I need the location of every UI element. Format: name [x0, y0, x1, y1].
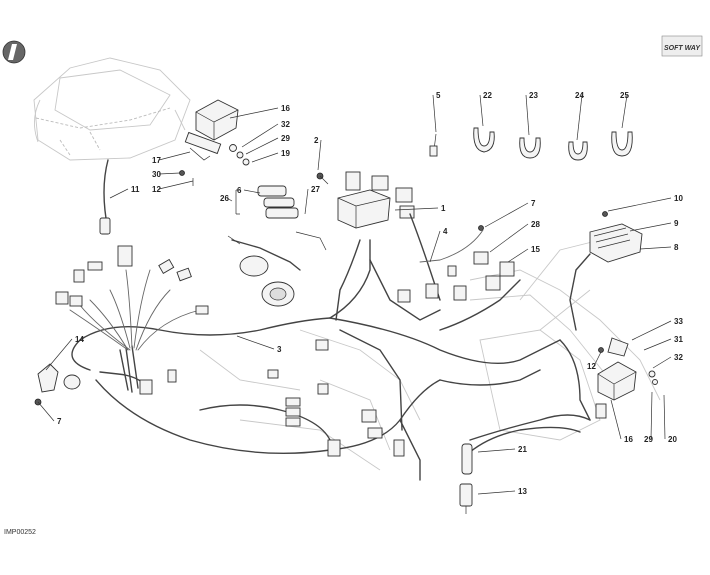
relay-cluster: [316, 171, 415, 229]
callout-number-4: 4: [443, 227, 448, 236]
left-connector-branches: [55, 245, 209, 351]
callout-leader-24: [576, 94, 583, 141]
callout-number-25: 25: [620, 91, 629, 100]
callout-number-32: 32: [674, 353, 683, 362]
spark-plug-caps: [459, 426, 581, 514]
callout-number-32: 32: [281, 120, 290, 129]
callout-number-13: 13: [518, 487, 527, 496]
callout-number-17: 17: [152, 156, 161, 165]
callout-leader-12: [158, 180, 194, 190]
callout-number-16: 16: [281, 104, 290, 113]
callout-leader-7: [37, 401, 55, 422]
callout-leader-32: [652, 356, 672, 369]
callout-leader-27: [304, 188, 309, 215]
callout-leader-21: [477, 448, 516, 453]
callout-leader-29: [650, 391, 653, 440]
callout-leader-23: [525, 94, 530, 136]
callout-number-20: 20: [668, 435, 677, 444]
callout-number-31: 31: [674, 335, 683, 344]
callout-number-11: 11: [131, 185, 140, 194]
callout-leader-12: [593, 351, 602, 367]
callout-leader-16: [229, 107, 279, 119]
callout-leader-9: [629, 222, 672, 232]
voltage-regulator: [569, 211, 643, 331]
callout-leader-10: [607, 197, 672, 212]
callout-leader-3: [236, 335, 275, 350]
callout-number-29: 29: [281, 134, 290, 143]
callout-number-10: 10: [674, 194, 683, 203]
callout-leader-5: [432, 94, 437, 133]
callout-number-3: 3: [277, 345, 282, 354]
callout-number-7: 7: [57, 417, 62, 426]
callout-number-24: 24: [575, 91, 584, 100]
fuel-tank-outline: [33, 57, 191, 161]
callout-leader-14: [45, 338, 73, 371]
callout-leader-2: [317, 139, 322, 171]
callout-number-26: 26: [220, 194, 229, 203]
callout-leader-22: [479, 94, 484, 127]
callout-leader-20: [663, 394, 666, 440]
callout-leader-17: [158, 151, 191, 161]
brand-logo-text: SOFT WAY: [664, 45, 701, 52]
callout-number-8: 8: [674, 243, 679, 252]
callout-leader-8: [639, 246, 672, 250]
section-badge-icon: [2, 40, 26, 64]
figure-code: IMP00252: [4, 529, 36, 536]
center-connectors: [139, 225, 515, 457]
callout-leader-31: [643, 338, 672, 351]
callout-number-12: 12: [152, 185, 161, 194]
callout-number-21: 21: [518, 445, 527, 454]
callout-leader-28: [489, 223, 529, 253]
frame-background: [199, 239, 661, 471]
callout-number-14: 14: [75, 335, 84, 344]
callout-leader-4: [429, 230, 441, 263]
callout-number-1: 1: [441, 204, 446, 213]
main-wiring-harness: [71, 213, 591, 481]
callout-leader-29: [245, 137, 279, 155]
callout-leader-13: [477, 490, 516, 495]
callout-number-29: 29: [644, 435, 653, 444]
horn-assembly: [227, 231, 327, 307]
callout-leader-15: [507, 248, 529, 263]
callout-number-12: 12: [587, 362, 596, 371]
callout-number-7: 7: [531, 199, 536, 208]
brand-logo: SOFT WAY: [661, 35, 703, 57]
callout-number-9: 9: [674, 219, 679, 228]
callout-number-33: 33: [674, 317, 683, 326]
callout-leader-7: [484, 202, 529, 228]
callout-leader-30: [158, 172, 181, 175]
callout-leader-1: [394, 207, 439, 211]
callout-leader-33: [631, 320, 672, 341]
cable-clips: [429, 127, 633, 161]
callout-number-19: 19: [281, 149, 290, 158]
callout-number-6: 6: [237, 186, 242, 195]
callout-number-22: 22: [483, 91, 492, 100]
callout-number-15: 15: [531, 245, 540, 254]
callout-leader-26: [226, 197, 233, 202]
callout-number-27: 27: [311, 185, 320, 194]
callout-number-5: 5: [436, 91, 441, 100]
fuse-block: [235, 185, 299, 219]
lower-left-sensor: [34, 363, 81, 406]
callout-leader-32: [241, 123, 279, 148]
callout-leader-16: [610, 399, 622, 440]
callout-leader-25: [621, 94, 628, 129]
ignition-coil-top: [99, 99, 250, 235]
callout-leader-11: [109, 188, 129, 199]
callout-number-23: 23: [529, 91, 538, 100]
callout-leader-6: [243, 189, 261, 194]
callout-number-28: 28: [531, 220, 540, 229]
callout-number-16: 16: [624, 435, 633, 444]
callout-number-30: 30: [152, 170, 161, 179]
ignition-coil-right: [595, 337, 658, 419]
callout-number-2: 2: [314, 136, 319, 145]
callout-leader-19: [251, 152, 279, 163]
